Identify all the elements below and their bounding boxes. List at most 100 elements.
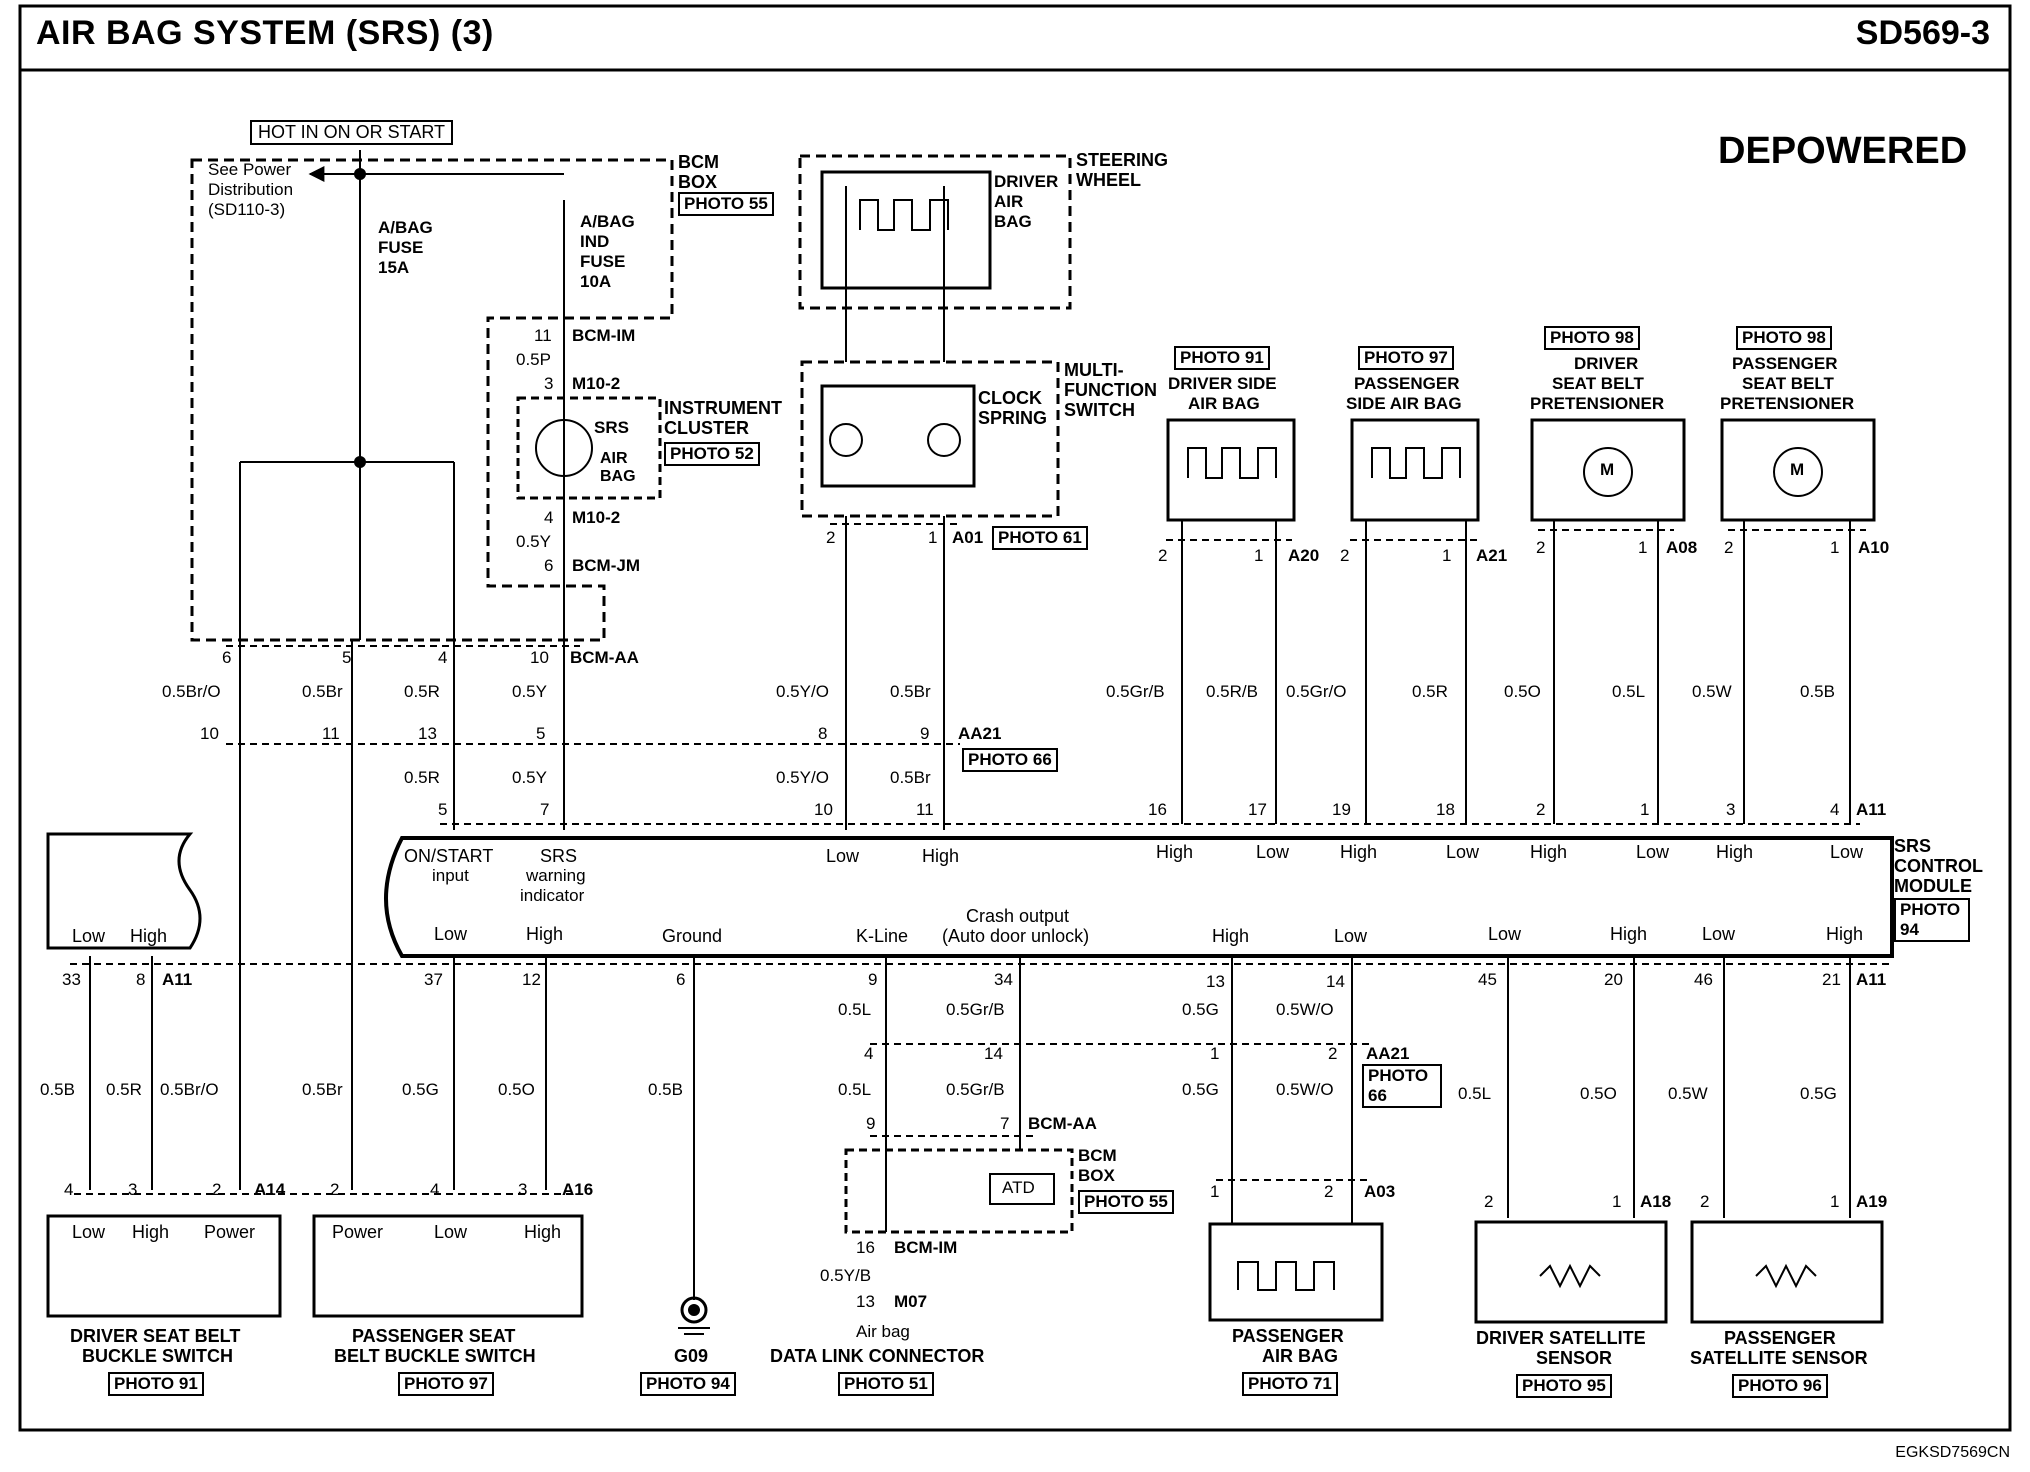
left-box-pin8: 8 bbox=[136, 970, 146, 989]
module-bot-low-1: Low bbox=[434, 924, 468, 944]
cluster-bcm-jm: BCM-JM bbox=[572, 556, 640, 575]
pass-airbag-photo: PHOTO 71 bbox=[1242, 1372, 1338, 1396]
left-box-high: High bbox=[130, 926, 168, 946]
bcm-aa-pin-10: 10 bbox=[530, 648, 549, 667]
module-bot-pin-13: 13 bbox=[1206, 972, 1225, 991]
wire-top-1: 0.5Br/O bbox=[162, 682, 221, 701]
buckle-pass-name-1: PASSENGER SEAT bbox=[352, 1326, 516, 1346]
module-bot-high-3: High bbox=[1610, 924, 1648, 944]
bcm2-label-2: BOX bbox=[1078, 1166, 1115, 1185]
side-airbag-driver-photo: PHOTO 91 bbox=[1174, 346, 1270, 370]
aa21-top-pin-13: 13 bbox=[418, 724, 437, 743]
wire-bot-8: 0.5L bbox=[838, 1000, 872, 1019]
fuse2-line2: IND bbox=[580, 232, 610, 251]
module-top-pin-5: 5 bbox=[438, 800, 448, 819]
a01-conn: A01 bbox=[952, 528, 984, 547]
sat-driver-pin-1: 1 bbox=[1612, 1192, 1622, 1211]
sat-driver-pin-2: 2 bbox=[1484, 1192, 1494, 1211]
buckle-driver-name-2: BUCKLE SWITCH bbox=[82, 1346, 233, 1366]
pass-airbag-conn: A03 bbox=[1364, 1182, 1396, 1201]
cluster-pin6: 6 bbox=[544, 556, 554, 575]
module-top-pin-19: 19 bbox=[1332, 800, 1351, 819]
wire-bot-14: 0.5W bbox=[1668, 1084, 1708, 1103]
pretensioner-pass-wl: 0.5W bbox=[1692, 682, 1732, 701]
aa21-bot-pin-14: 14 bbox=[984, 1044, 1003, 1063]
wire-bot-9: 0.5Gr/B bbox=[946, 1000, 1005, 1019]
module-bot-low-4: Low bbox=[1702, 924, 1736, 944]
aa21-bot-photo-1: PHOTO bbox=[1368, 1066, 1429, 1085]
cluster-pin11: 11 bbox=[534, 326, 552, 345]
a01-photo: PHOTO 61 bbox=[992, 526, 1088, 550]
left-box-low: Low bbox=[72, 926, 106, 946]
aa21-bot-pin-4: 4 bbox=[864, 1044, 874, 1063]
fuse2-line4: 10A bbox=[580, 272, 612, 291]
pretensioner-pass-name-2: SEAT BELT bbox=[1742, 374, 1834, 393]
footer-code: EGKSD7569CN bbox=[1895, 1444, 2010, 1461]
side-airbag-driver-wl: 0.5Gr/B bbox=[1106, 682, 1165, 701]
aa21-bot-photo-2: 66 bbox=[1368, 1086, 1387, 1105]
sat-driver-photo: PHOTO 95 bbox=[1516, 1374, 1612, 1398]
see-power-line2: Distribution bbox=[208, 180, 294, 199]
aa21-top-pin-5: 5 bbox=[536, 724, 546, 743]
pretensioner-driver-photo: PHOTO 98 bbox=[1544, 326, 1640, 350]
left-box-pin33: 33 bbox=[62, 970, 81, 989]
sat-pass-name-1: PASSENGER bbox=[1724, 1328, 1836, 1348]
bcm2-photo: PHOTO 55 bbox=[1078, 1190, 1174, 1214]
pass-airbag-name-2: AIR BAG bbox=[1262, 1346, 1338, 1366]
module-bot-conn: A11 bbox=[1856, 970, 1887, 989]
variant-label: DEPOWERED bbox=[1718, 130, 1968, 172]
side-airbag-pass-wr: 0.5R bbox=[1412, 682, 1448, 701]
aa21-top-pin-10: 10 bbox=[200, 724, 219, 743]
side-airbag-driver-name-2: AIR BAG bbox=[1188, 394, 1260, 413]
wire-bot-3: 0.5Br/O bbox=[160, 1080, 219, 1099]
module-top-label-high-3: High bbox=[1340, 842, 1378, 862]
pretensioner-pass-photo: PHOTO 98 bbox=[1736, 326, 1832, 350]
bcm-aa-conn: BCM-AA bbox=[570, 648, 639, 667]
wire-mid-3: 0.5Y/O bbox=[776, 768, 829, 787]
sat-driver-name-2: SENSOR bbox=[1536, 1348, 1613, 1368]
pretensioner-pass-motor: M bbox=[1790, 460, 1805, 479]
aa21-top-pin-8: 8 bbox=[818, 724, 828, 743]
fuse2-line1: A/BAG bbox=[580, 212, 635, 231]
module-top-label-low-1: Low bbox=[826, 846, 860, 866]
wire-lower-1: 0.5L bbox=[838, 1080, 872, 1099]
module-top-label-low-4: Low bbox=[1636, 842, 1670, 862]
bcm-box-line2: BOX bbox=[678, 172, 718, 192]
side-airbag-driver-wr: 0.5R/B bbox=[1206, 682, 1258, 701]
side-airbag-pass-pinl: 2 bbox=[1340, 546, 1350, 565]
module-top-label-low-2: Low bbox=[1256, 842, 1290, 862]
module-bot-pin-12: 12 bbox=[522, 970, 541, 989]
aa21-bot-pin-1: 1 bbox=[1210, 1044, 1220, 1063]
aa21-bot-photo: PHOTO 66 bbox=[1362, 1064, 1442, 1108]
sat-pass-pin-2: 2 bbox=[1700, 1192, 1710, 1211]
page-header: AIR BAG SYSTEM (SRS) (3) SD569-3 bbox=[0, 0, 2030, 78]
module-bot-pin-20: 20 bbox=[1604, 970, 1623, 989]
module-top-pin-10: 10 bbox=[814, 800, 833, 819]
a01-pin1: 1 bbox=[928, 528, 938, 547]
buckle-pass-name-2: BELT BUCKLE SWITCH bbox=[334, 1346, 536, 1366]
atd-label: ATD bbox=[1002, 1178, 1035, 1197]
steering-label-2: WHEEL bbox=[1076, 170, 1141, 190]
bcm2-label-1: BCM bbox=[1078, 1146, 1117, 1165]
cluster-label-2: CLUSTER bbox=[664, 418, 749, 438]
wire-top-4: 0.5Y bbox=[512, 682, 547, 701]
dlc-photo: PHOTO 51 bbox=[838, 1372, 934, 1396]
bcm-box-line1: BCM bbox=[678, 152, 719, 172]
module-top-label-high-1: High bbox=[922, 846, 960, 866]
wire-lower-4: 0.5W/O bbox=[1276, 1080, 1334, 1099]
side-airbag-driver-pinl: 2 bbox=[1158, 546, 1168, 565]
module-bot-ground: Ground bbox=[662, 926, 723, 946]
wire-bot-4: 0.5Br bbox=[302, 1080, 343, 1099]
module-bot-pin-14: 14 bbox=[1326, 972, 1345, 991]
wire-bot-15: 0.5G bbox=[1800, 1084, 1837, 1103]
bcm2-pin13: 13 bbox=[856, 1292, 875, 1311]
module-top-label-high-5: High bbox=[1716, 842, 1754, 862]
module-top-label-low-3: Low bbox=[1446, 842, 1480, 862]
module-bot-high-4: High bbox=[1826, 924, 1864, 944]
wire-bot-10: 0.5G bbox=[1182, 1000, 1219, 1019]
ground-photo: PHOTO 94 bbox=[640, 1372, 736, 1396]
page-title: AIR BAG SYSTEM (SRS) (3) bbox=[36, 14, 494, 52]
module-top-pin-11: 11 bbox=[916, 800, 934, 819]
